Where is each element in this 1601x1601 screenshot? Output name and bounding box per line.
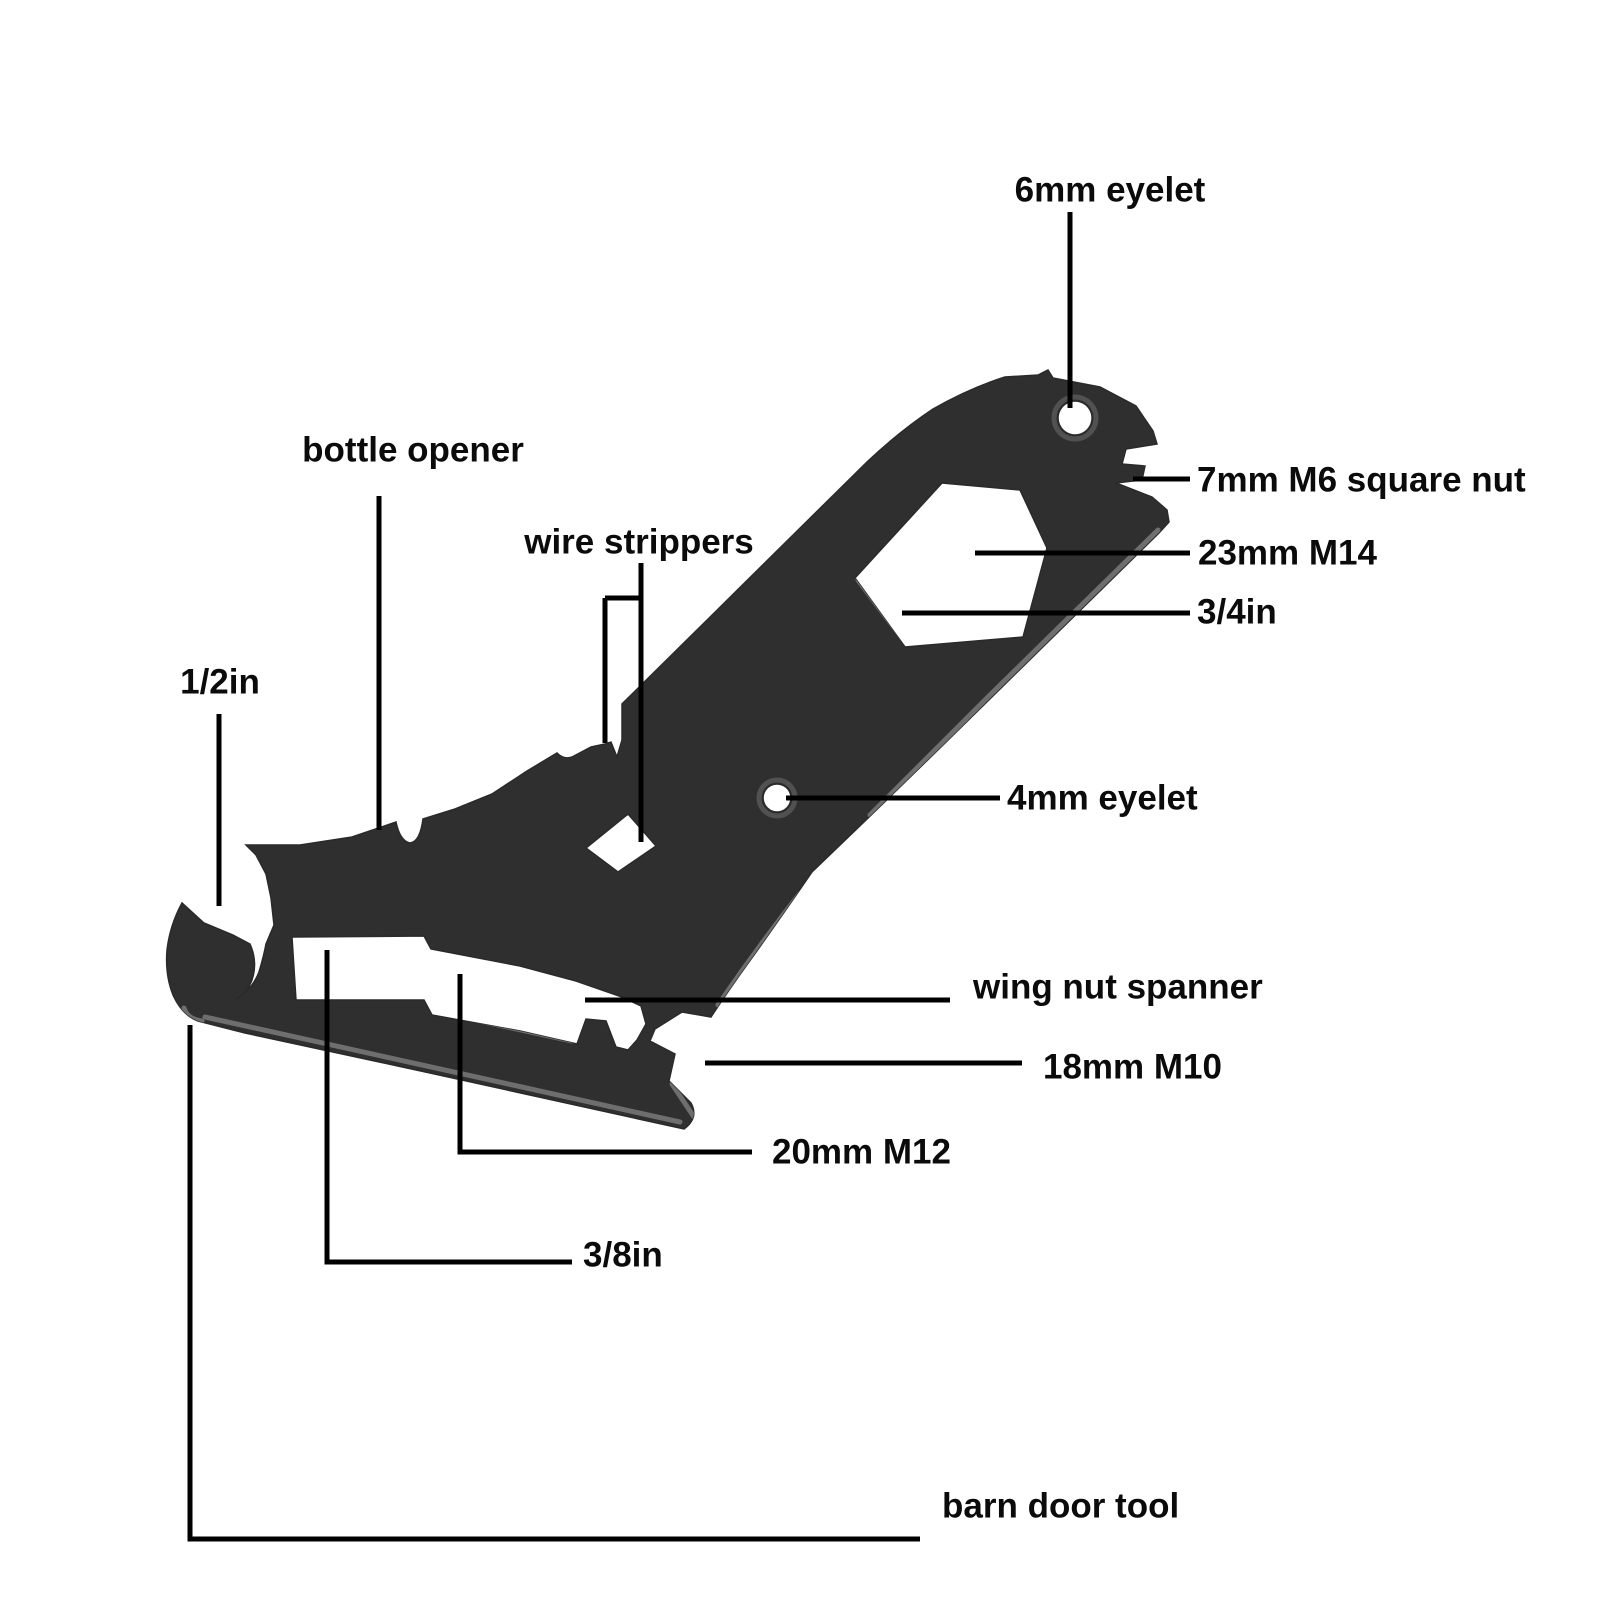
label-1-2in: 1/2in (180, 662, 260, 702)
label-barn-door-tool: barn door tool (942, 1486, 1180, 1526)
bevel-slot-inner-left (297, 993, 423, 1000)
label-3-8in: 3/8in (583, 1235, 663, 1275)
bevel-lower-jaw (669, 1081, 697, 1120)
leader-20mm-m12 (457, 974, 752, 1155)
bevel-rail-bottom (202, 1014, 683, 1125)
label-20mm-m12: 20mm M12 (772, 1132, 951, 1172)
label-bottle-opener: bottle opener (302, 430, 524, 470)
label-6mm-eyelet: 6mm eyelet (1014, 170, 1206, 210)
leader-wire-strippers (602, 563, 644, 842)
label-18mm-m10: 18mm M10 (1043, 1047, 1222, 1087)
leader-lines (187, 212, 1190, 1542)
label-wing-nut-spanner: wing nut spanner (973, 967, 1263, 1007)
label-7mm-square-nut: 7mm M6 square nut (1197, 460, 1526, 500)
bevel-claw-foot (181, 1005, 205, 1024)
tool-silhouette (165, 369, 1170, 1130)
leader-barn-door-tool (187, 1025, 920, 1542)
bevel-shaft-right (867, 527, 1161, 818)
eyelet-6mm-chamfer-ring (1051, 394, 1099, 442)
leader-3-8in (324, 950, 572, 1265)
label-23mm-m14: 23mm M14 (1198, 533, 1377, 573)
label-4mm-eyelet: 4mm eyelet (1007, 778, 1198, 818)
label-3-4in: 3/4in (1197, 592, 1277, 632)
label-wire-strippers: wire strippers (524, 522, 754, 562)
